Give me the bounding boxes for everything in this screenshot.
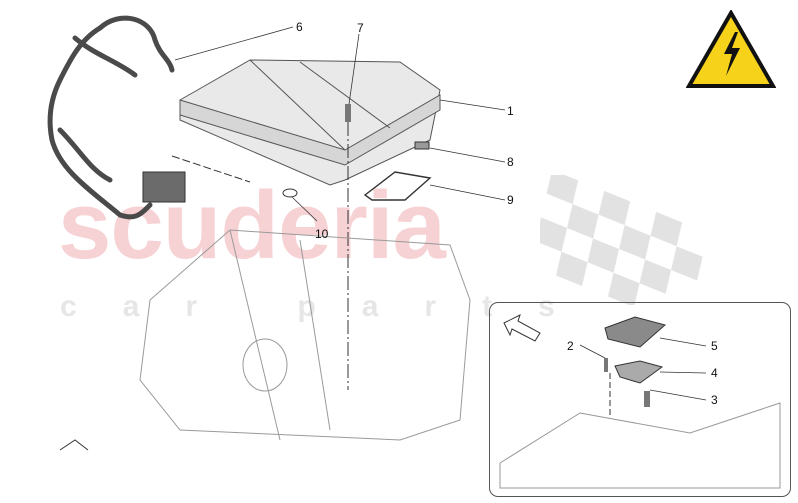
detail-inset [489, 302, 791, 497]
cover-plate [604, 316, 667, 348]
callout-9: 9 [507, 193, 514, 207]
o-ring [282, 188, 298, 198]
callout-2: 2 [567, 339, 574, 353]
callout-8: 8 [507, 155, 514, 169]
harness-connector [142, 171, 186, 203]
cover-gasket [614, 360, 664, 384]
high-voltage-warning-icon [686, 10, 776, 88]
watermark-car-parts: car parts [60, 290, 601, 323]
callout-1: 1 [507, 104, 514, 118]
callout-5: 5 [711, 339, 718, 353]
callout-3: 3 [711, 393, 718, 407]
bolt [644, 391, 650, 407]
checkered-flag-watermark [540, 175, 703, 305]
seal-gasket [363, 171, 432, 201]
bolt [414, 141, 430, 150]
view-marker [59, 439, 89, 451]
callout-10: 10 [315, 227, 329, 241]
callout-7: 7 [357, 21, 364, 35]
direction-arrow-icon [503, 314, 541, 342]
callout-6: 6 [296, 20, 303, 34]
watermark-scuderia: scuderia [58, 172, 446, 279]
screw [604, 358, 608, 372]
transmission-housing [139, 229, 471, 441]
wiring-harness [47, 15, 175, 220]
stud [345, 104, 351, 122]
callout-4: 4 [711, 366, 718, 380]
inverter-module [179, 59, 441, 186]
